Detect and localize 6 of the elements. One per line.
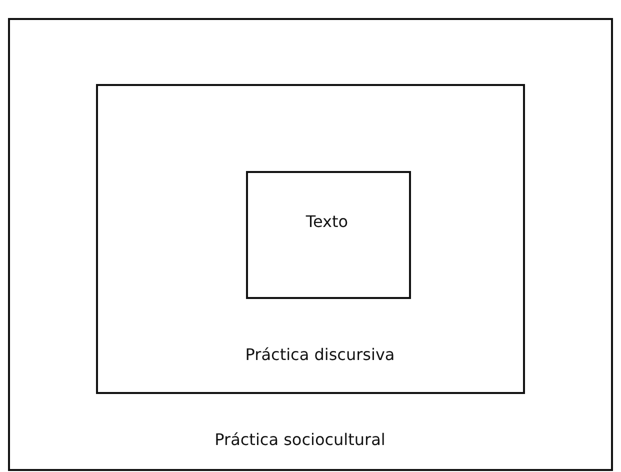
frame-box (246, 171, 411, 299)
frame-box (96, 84, 525, 394)
box-label: Texto (306, 212, 348, 231)
box-label: Práctica sociocultural (214, 430, 386, 449)
frame-box (8, 18, 613, 471)
box-label: Práctica discursiva (245, 345, 395, 364)
